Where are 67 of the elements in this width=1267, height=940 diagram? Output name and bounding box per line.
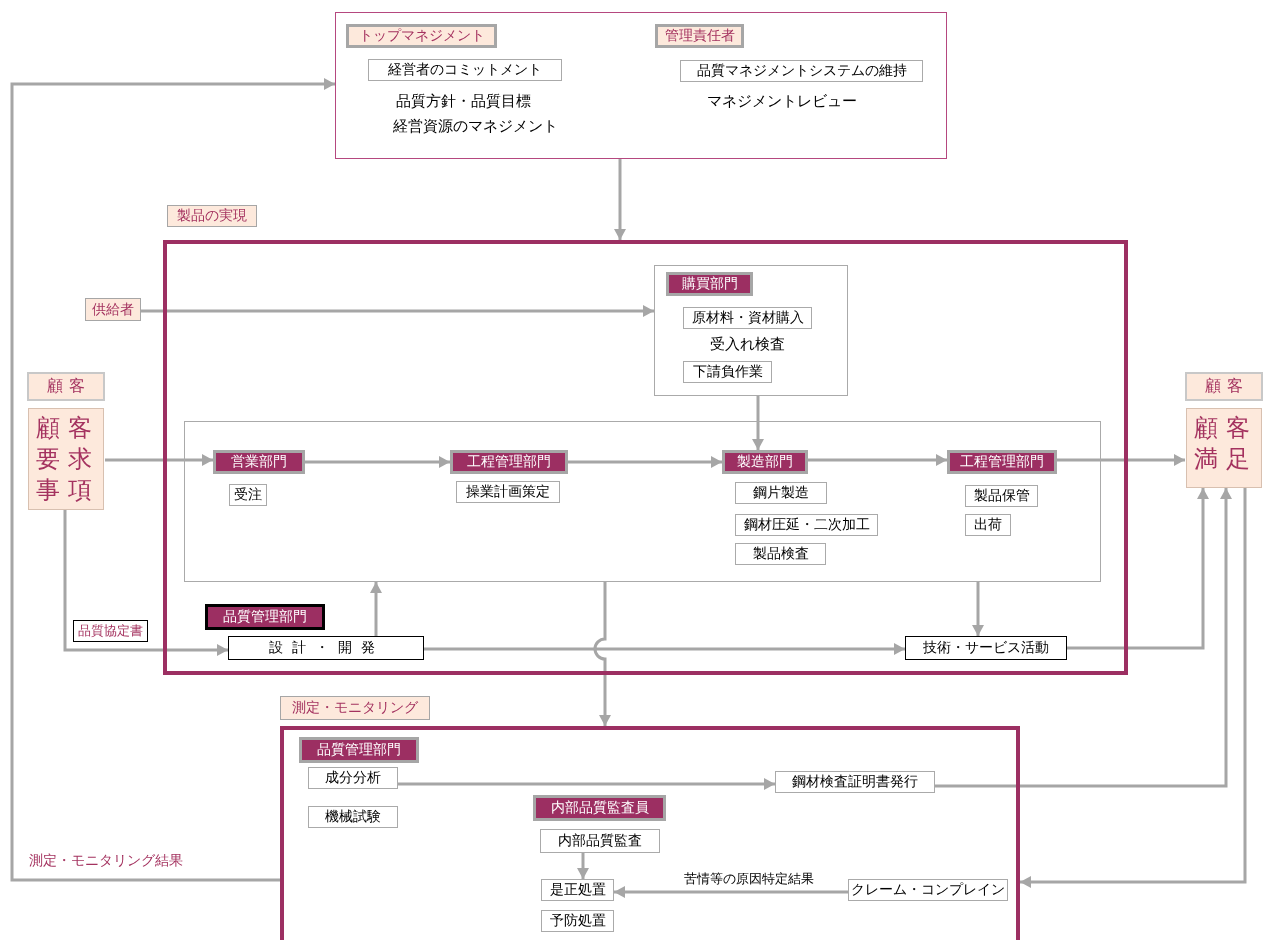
task-box: 製品検査 [735, 543, 826, 565]
department-tag: 購買部門 [666, 272, 753, 296]
supplier-tag: 供給者 [85, 298, 141, 321]
task-box: 内部品質監査 [540, 829, 660, 853]
task-box: 鋼片製造 [735, 482, 827, 504]
task-box: 下請負作業 [683, 361, 772, 383]
arrow [972, 582, 984, 636]
task-box: 品質マネジメントシステムの維持 [680, 60, 923, 82]
arrow [808, 454, 947, 466]
arrow [1020, 488, 1247, 888]
group-box [184, 421, 1101, 582]
arrow [141, 305, 654, 317]
arrow [752, 396, 764, 450]
task-box: 成分分析 [308, 767, 398, 789]
task-box: 経営者のコミットメント [368, 59, 562, 81]
arrow [568, 456, 722, 468]
task-box: 鋼材検査証明書発行 [775, 771, 935, 793]
department-tag: 品質管理部門 [205, 604, 325, 630]
arrow [10, 78, 335, 882]
arrow [1067, 488, 1209, 650]
arrow [398, 778, 775, 790]
edge-label: 品質協定書 [73, 620, 148, 642]
role-tag: トップマネジメント [346, 24, 497, 48]
task-box: 鋼材圧延・二次加工 [735, 514, 878, 536]
text-label: 品質方針・品質目標 [396, 92, 531, 111]
department-tag: 営業部門 [213, 450, 305, 474]
supplier-tag: 製品の実現 [167, 205, 257, 227]
arrow [614, 159, 626, 240]
arrow [63, 510, 228, 656]
arrow [614, 886, 848, 898]
arrow [593, 582, 611, 726]
task-box: 出荷 [965, 514, 1011, 536]
task-box: 受注 [229, 484, 267, 506]
task-box: 予防処置 [541, 910, 614, 932]
section-frame [280, 726, 1020, 940]
arrow [424, 643, 905, 655]
department-tag: 品質管理部門 [299, 737, 419, 763]
arrow [577, 853, 589, 879]
arrow [305, 456, 450, 468]
text-label: マネジメントレビュー [707, 92, 857, 111]
department-tag: 工程管理部門 [450, 450, 568, 474]
group-box [335, 12, 947, 159]
customer-tag: 顧 客 [1185, 372, 1263, 401]
customer-box: 顧客要求事項 [28, 408, 104, 510]
arrow [935, 488, 1232, 788]
text-label: 受入れ検査 [710, 335, 785, 354]
section-frame [163, 240, 1128, 675]
role-tag: 管理責任者 [655, 24, 744, 48]
arrow [370, 582, 382, 636]
supplier-tag: 測定・モニタリング [280, 696, 430, 720]
arrow [1057, 454, 1185, 466]
task-box: クレーム・コンプレイン [848, 879, 1008, 901]
customer-box: 顧客満足 [1186, 408, 1262, 488]
customer-tag: 顧 客 [27, 372, 105, 401]
task-box: 技術・サービス活動 [905, 636, 1067, 660]
group-box [654, 265, 848, 396]
task-box: 操業計画策定 [456, 481, 560, 503]
task-box: 製品保管 [965, 485, 1038, 507]
task-box: 原材料・資材購入 [683, 307, 812, 329]
department-tag: 工程管理部門 [947, 450, 1057, 474]
task-box: 設計・開発 [228, 636, 424, 660]
department-tag: 製造部門 [722, 450, 808, 474]
task-box: 機械試験 [308, 806, 398, 828]
task-box: 是正処置 [541, 879, 614, 901]
text-label: 経営資源のマネジメント [393, 117, 558, 136]
arrow [105, 454, 213, 466]
department-tag: 内部品質監査員 [533, 795, 666, 821]
